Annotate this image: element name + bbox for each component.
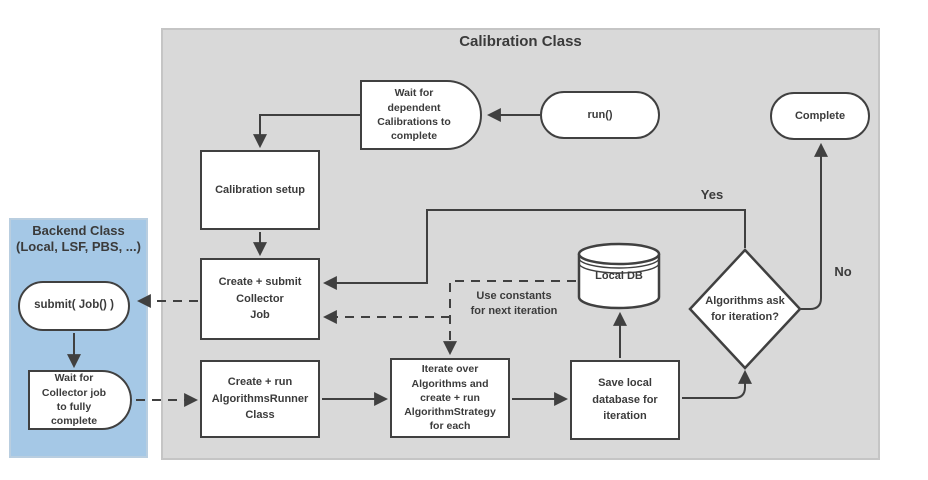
calibration-class-title: Calibration Class	[459, 33, 582, 50]
edge-label-yes: Yes	[700, 187, 724, 202]
node-run: run()	[540, 91, 660, 139]
node-wait-collector-job: Wait for Collector job to fully complete	[28, 370, 132, 430]
node-submit-job: submit( Job() )	[18, 281, 130, 331]
node-create-submit-collector-job: Create + submit Collector Job	[200, 258, 320, 340]
node-calibration-setup: Calibration setup	[200, 150, 320, 230]
node-save-local-database: Save local database for iteration	[570, 360, 680, 440]
database-cylinder-shape	[577, 242, 661, 310]
backend-class-title: Backend Class (Local, LSF, PBS, ...)	[16, 223, 141, 255]
arrow-yes-decision-to-collector	[322, 209, 746, 290]
node-create-run-algorithmsrunner: Create + run AlgorithmsRunner Class	[200, 360, 320, 438]
local-db-label: Local DB	[595, 270, 643, 282]
node-iterate-algorithms: Iterate over Algorithms and create + run…	[390, 358, 510, 438]
node-complete: Complete	[770, 92, 870, 140]
arrow-wait-dependent-to-setup	[253, 114, 360, 149]
decision-diamond-shape	[688, 248, 802, 370]
decision-label: Algorithms ask for iteration?	[705, 295, 785, 323]
arrow-save-to-decision	[682, 369, 752, 399]
arrow-no-decision-to-complete	[801, 142, 828, 310]
node-wait-dependent-calibrations: Wait for dependent Calibrations to compl…	[360, 80, 482, 150]
edge-label-use-constants: Use constants for next iteration	[470, 290, 558, 317]
edge-label-no: No	[834, 264, 852, 279]
